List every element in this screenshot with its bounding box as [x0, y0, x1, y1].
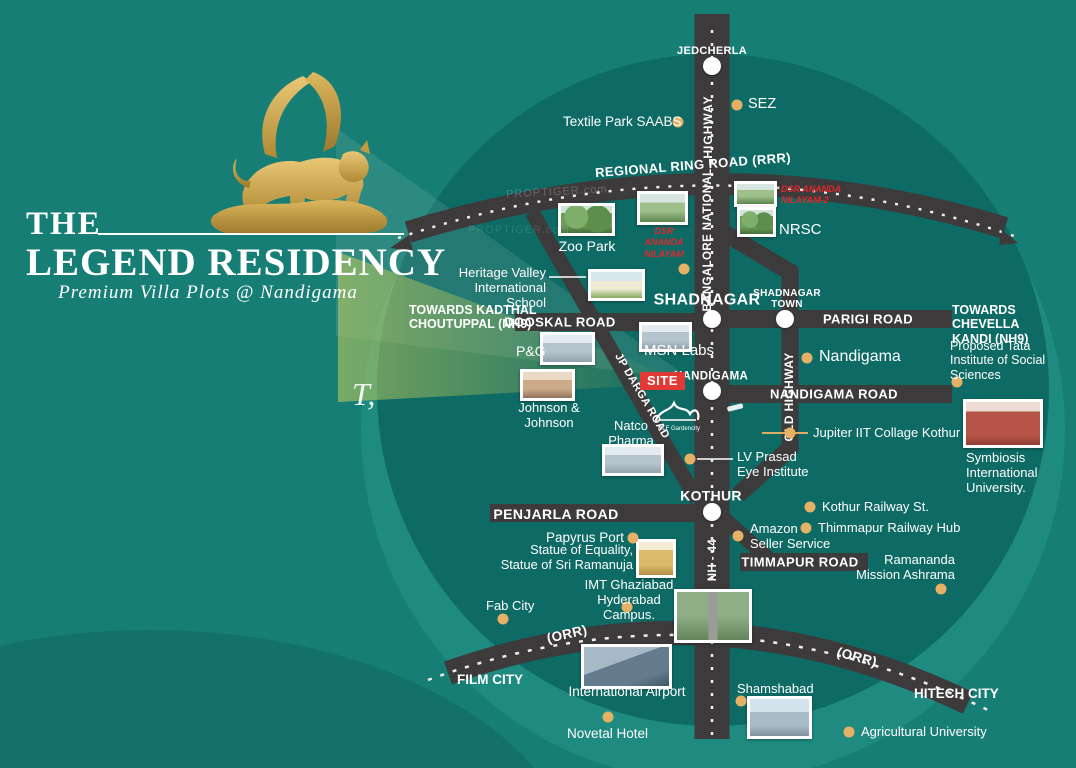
poi-nrsc-label: NRSC	[779, 221, 822, 238]
poi-agricultural-university-label: Agricultural University	[861, 724, 987, 739]
poi-papyrus-port-label: Papyrus Port	[546, 530, 625, 545]
poi-fab-city-dot	[497, 613, 509, 625]
zoo-park-photo	[558, 203, 615, 236]
interchange-photo	[674, 589, 752, 643]
poi-johnson-johnson-label: Johnson & Johnson	[518, 400, 580, 430]
poi-thimmapur-hub-label: Thimmapur Railway Hub	[818, 520, 961, 535]
town-shadnagar-town-label: SHADNAGAR TOWN	[753, 288, 821, 310]
msn-labs-photo	[639, 322, 692, 352]
poi-ramananda-dot	[935, 583, 947, 595]
town-jedcherla-circle	[703, 57, 721, 75]
dir-towards-kadthal-label: TOWARDS KADTHAL CHOUTUPPAL (NH9)	[409, 303, 537, 332]
poi-msn-labs-label: MSN Labs	[644, 342, 715, 359]
rrr-arrow-left	[390, 235, 413, 251]
johnson-johnson-photo	[520, 369, 575, 401]
town-shadnagar-label: SHADNAGAR	[653, 291, 761, 309]
dir-towards-chevella-label: TOWARDS CHEVELLA KANDI (NH9)	[952, 303, 1029, 346]
brand-underline	[98, 233, 404, 235]
poi-imt-ghaziabad-dot	[621, 601, 633, 613]
white-sketch-bar	[727, 403, 744, 412]
poi-tata-institute-label: Proposed Tata Institute of Social Scienc…	[950, 339, 1046, 382]
rrr-arrow-right	[999, 230, 1018, 245]
poi-imt-ghaziabad-label: IMT Ghaziabad Hyderabad Campus.	[584, 577, 674, 622]
poi-jupiter-iit-dot	[784, 427, 796, 439]
poi-kothur-railway-dot	[804, 501, 816, 513]
dsr-ananda-nilayam-2-photo	[734, 181, 777, 207]
town-nandigama-label: NANDIGAMA	[673, 370, 749, 383]
town-nandigama-circle	[703, 382, 721, 400]
town-shadnagar-circle	[703, 310, 721, 328]
poi-tata-institute-dot	[951, 376, 963, 388]
dir-film-city-label: FILM CITY	[457, 672, 523, 687]
watermark-2: PROPTIGER.com	[468, 224, 570, 236]
road-label-dooskal: DOOSKAL ROAD	[504, 314, 616, 330]
poi-agricultural-university-dot	[843, 726, 855, 738]
poi-amazon-label: Amazon Seller Service	[750, 521, 831, 551]
pg-photo	[540, 332, 595, 365]
road-kothur-link	[714, 509, 776, 566]
poi-sez-dot	[731, 99, 743, 111]
road-label-highway: HIGHWAY	[701, 95, 715, 159]
poi-textile-park-saabs-label: Textile Park SAABS	[563, 114, 682, 129]
poi-papyrus-port-dot	[627, 532, 639, 544]
nrsc-photo	[737, 207, 776, 237]
poi-international-airport-label: International Airport	[568, 684, 686, 699]
poi-shamshabad-label: Shamshabad	[737, 681, 814, 696]
landmark-dsr-ananda-nilayam: DSR ANANDA NILAYAM	[644, 226, 684, 259]
road-old-highway	[711, 220, 799, 502]
poi-kothur-railway-label: Kothur Railway St.	[822, 499, 929, 514]
poi-nandigama-locality-dot	[801, 352, 813, 364]
brand-name: LEGEND RESIDENCY	[26, 241, 447, 284]
poi-unlabeled-dot	[678, 263, 690, 275]
natco-pharma-photo	[602, 444, 664, 476]
poi-textile-park-saabs-dot	[672, 116, 684, 128]
town-shadnagar-town-circle	[776, 310, 794, 328]
poi-thimmapur-hub-dot	[800, 522, 812, 534]
airport-photo	[581, 644, 672, 689]
poi-symbiosis-label: Symbiosis International University.	[966, 450, 1038, 495]
town-kothur-label: KOTHUR	[680, 487, 742, 504]
poi-natco-pharma-label: Natco Pharma	[608, 418, 654, 448]
poi-novetal-hotel-dot	[602, 711, 614, 723]
road-label-nh44: NH - 44	[707, 538, 719, 582]
dir-hitech-city-label: HITECH CITY	[914, 686, 999, 701]
dlf-sketch-label: DLF Gardencity	[658, 426, 700, 432]
poi-lv-prasad-label: LV Prasad Eye Institute	[737, 449, 809, 479]
road-label-parigi: PARIGI ROAD	[822, 311, 914, 327]
road-jp-darga	[525, 208, 704, 504]
landmark-dsr-ananda-nilayam-2: DSR ANANDA NILAYAM-2	[781, 184, 842, 206]
heritage-valley-photo	[588, 269, 645, 301]
poi-shamshabad-dot	[735, 695, 747, 707]
corner-blob	[0, 630, 535, 768]
poi-lv-prasad-dot	[684, 453, 696, 465]
stray-text-fragment: T,	[352, 376, 376, 412]
poi-heritage-valley-school-label: Heritage Valley International School	[458, 265, 546, 310]
statue-equality-photo	[636, 539, 676, 578]
poi-statue-of-equality-label: Statue of Equality, Statue of Sri Ramanu…	[500, 542, 633, 572]
brand-the: THE	[26, 206, 102, 242]
poi-nandigama-locality-label: Nandigama	[819, 348, 901, 365]
dsr-ananda-nilayam-photo	[637, 191, 688, 225]
road-label-penjarla: PENJARLA ROAD	[493, 506, 619, 522]
road-label-nandigama-road: NANDIGAMA ROAD	[770, 386, 898, 402]
road-label-timmapur: TIMMAPUR ROAD	[741, 554, 859, 570]
poi-amazon-dot	[732, 530, 744, 542]
poi-ramananda-label: Ramananda Mission Ashrama	[856, 552, 955, 582]
winged-lion-statue-logo	[210, 72, 388, 234]
town-jedcherla-label: JEDCHERLA	[677, 44, 747, 57]
poi-zoo-park-label: Zoo Park	[558, 238, 616, 254]
town-kothur-circle	[703, 503, 721, 521]
road-label-bangalore-national: BANGALORE NATIONAL	[702, 168, 714, 312]
poi-sez-label: SEZ	[748, 96, 777, 112]
poi-pg-label: P&G	[516, 343, 546, 359]
site-marker: SITE	[640, 372, 685, 390]
brand-tagline: Premium Villa Plots @ Nandigama	[58, 282, 358, 303]
road-rrr	[404, 172, 1009, 243]
dlf-gardencity-sketch: DLF Gardencity	[654, 400, 700, 432]
poi-jupiter-iit-label: Jupiter IIT Collage Kothur	[813, 425, 961, 440]
shamshabad-photo	[747, 696, 812, 739]
poi-fab-city-label: Fab City	[486, 598, 535, 613]
symbiosis-photo	[963, 399, 1043, 448]
poi-novetal-hotel-label: Novetal Hotel	[567, 726, 649, 741]
